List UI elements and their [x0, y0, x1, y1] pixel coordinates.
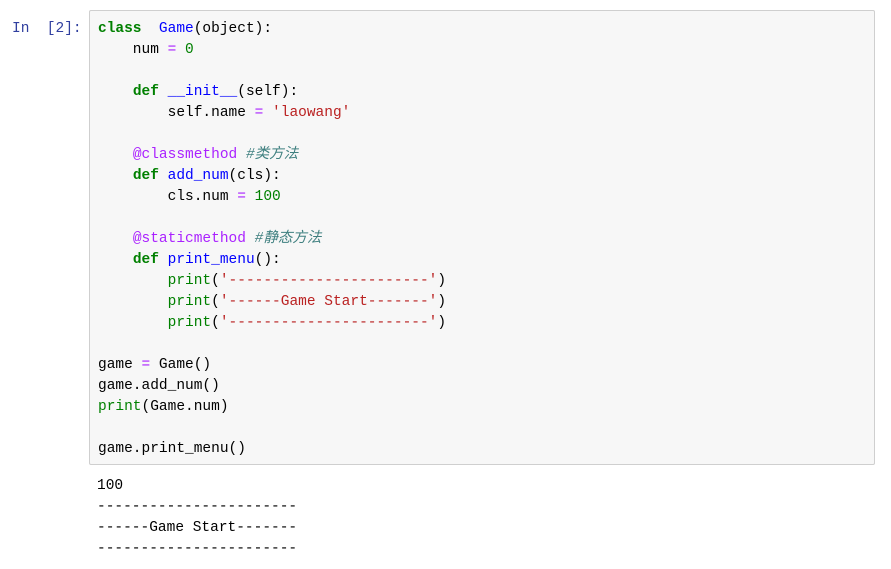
code-token	[237, 147, 246, 163]
code-token	[142, 21, 159, 37]
code-line	[98, 208, 446, 229]
code-token: @staticmethod	[132, 231, 246, 247]
code-token: '-----------------------'	[219, 273, 438, 289]
code-line	[98, 124, 446, 145]
code-line: def print_menu():	[98, 250, 446, 271]
code-token: def	[132, 168, 159, 184]
cell-output: 100 ----------------------- ------Game Sta…	[97, 476, 297, 560]
code-token: #静态方法	[254, 231, 322, 247]
code-token: game.print_menu()	[98, 441, 246, 457]
code-line: game.print_menu()	[98, 439, 446, 460]
code-token: )	[437, 273, 447, 289]
code-token: 'laowang'	[272, 105, 351, 121]
code-token	[246, 231, 255, 247]
code-token	[98, 294, 168, 310]
code-token	[98, 84, 133, 100]
code-token: print	[167, 273, 212, 289]
code-line: class Game(object):	[98, 19, 446, 40]
code-line: game = Game()	[98, 355, 446, 376]
code-token	[98, 231, 133, 247]
code-token: (Game.num)	[141, 399, 229, 415]
code-token: def	[132, 252, 159, 268]
code-token: #类方法	[245, 147, 299, 163]
code-line: def add_num(cls):	[98, 166, 446, 187]
code-token: add_num	[167, 168, 229, 184]
code-cell[interactable]: class Game(object): num = 0 def __init__…	[89, 10, 875, 465]
code-token	[159, 168, 168, 184]
code-token	[159, 84, 168, 100]
code-token	[98, 252, 133, 268]
code-line: print('------Game Start-------')	[98, 292, 446, 313]
output-line: -----------------------	[97, 499, 298, 515]
code-editor[interactable]: class Game(object): num = 0 def __init__…	[98, 19, 446, 460]
code-token: (	[211, 315, 220, 331]
code-token: self.name	[98, 105, 255, 121]
code-token: def	[132, 84, 159, 100]
code-line: print('-----------------------')	[98, 313, 446, 334]
code-token: game	[98, 357, 142, 373]
code-token: print	[167, 294, 212, 310]
code-line: print(Game.num)	[98, 397, 446, 418]
code-line: num = 0	[98, 40, 446, 61]
code-token: print_menu	[167, 252, 255, 268]
code-token: )	[437, 315, 447, 331]
code-token	[246, 189, 255, 205]
code-line: cls.num = 100	[98, 187, 446, 208]
code-line	[98, 418, 446, 439]
code-token	[98, 147, 133, 163]
output-line: ------Game Start-------	[97, 520, 298, 536]
code-token	[263, 105, 272, 121]
code-token: 100	[254, 189, 281, 205]
code-token	[159, 252, 168, 268]
code-token	[98, 168, 133, 184]
code-token: @classmethod	[132, 147, 238, 163]
code-token: cls.num	[98, 189, 238, 205]
code-line: game.add_num()	[98, 376, 446, 397]
output-line: 100	[97, 478, 124, 494]
code-token: __init__	[167, 84, 238, 100]
code-token: Game()	[150, 357, 212, 373]
code-line	[98, 334, 446, 355]
code-token: ():	[254, 252, 281, 268]
code-token: num	[98, 42, 168, 58]
code-token: =	[254, 105, 264, 121]
code-token: =	[167, 42, 177, 58]
code-token: )	[437, 294, 447, 310]
code-token: '------Game Start-------'	[219, 294, 438, 310]
code-token: 0	[176, 42, 194, 58]
code-token: game.add_num()	[98, 378, 220, 394]
code-line: @staticmethod #静态方法	[98, 229, 446, 250]
code-line	[98, 61, 446, 82]
code-token: Game	[158, 21, 194, 37]
output-line: -----------------------	[97, 541, 298, 557]
code-token: (	[211, 273, 220, 289]
code-token: print	[98, 399, 142, 415]
code-token: (	[211, 294, 220, 310]
code-token: =	[141, 357, 151, 373]
code-line: self.name = 'laowang'	[98, 103, 446, 124]
code-token	[98, 315, 168, 331]
code-token: '-----------------------'	[219, 315, 438, 331]
input-prompt: In [2]:	[12, 21, 82, 37]
code-token: print	[167, 315, 212, 331]
code-line: def __init__(self):	[98, 82, 446, 103]
code-token	[98, 273, 168, 289]
code-token: class	[98, 21, 142, 37]
code-token: (self):	[237, 84, 299, 100]
code-token: (cls):	[228, 168, 281, 184]
code-line: print('-----------------------')	[98, 271, 446, 292]
code-line: @classmethod #类方法	[98, 145, 446, 166]
code-token: (object):	[193, 21, 273, 37]
code-token: =	[237, 189, 246, 205]
